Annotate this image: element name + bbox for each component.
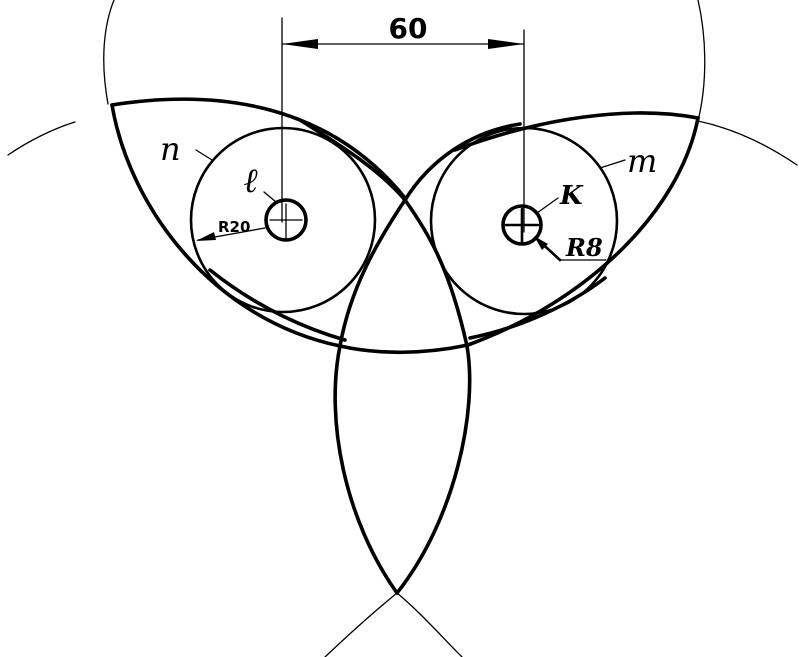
labels: n m ℓ K R20 R8 (160, 130, 657, 262)
label-r8: R8 (565, 233, 603, 262)
construction-arcs (7, 0, 798, 657)
leader-k (536, 197, 559, 214)
leader-m (599, 159, 626, 169)
circle-l-small-left (264, 198, 308, 242)
leaders (195, 149, 626, 262)
label-n: n (160, 130, 181, 168)
construction-arc-top-right (697, 0, 706, 122)
label-m: m (627, 142, 657, 180)
dimension-60: 60 (281, 12, 525, 233)
construction-arc-bottom-left (324, 592, 398, 657)
left-lobe-outline (110, 103, 342, 348)
top-left-arc (110, 97, 407, 200)
leader-l (263, 191, 277, 203)
circle-m-large-right (429, 126, 619, 316)
top-right-arc (453, 111, 700, 152)
label-l: ℓ (244, 161, 259, 201)
dimension-arrow-right (488, 39, 524, 49)
inner-tangent-right (468, 276, 607, 340)
label-k: K (559, 181, 584, 211)
dimension-value: 60 (389, 12, 428, 45)
leader-n (195, 149, 213, 161)
construction-arc-top-left (103, 0, 115, 105)
crossing-arc-right-to-left (333, 122, 522, 595)
bottom-outer-arc (338, 343, 470, 355)
leader-r20-arrow (196, 232, 216, 241)
construction-arc-right (697, 120, 798, 166)
construction-arc-bottom-right (396, 592, 463, 657)
label-r20: R20 (218, 218, 250, 236)
leader-r8-arrow (534, 236, 548, 250)
circle-n-large-left (189, 126, 377, 314)
center-marks (269, 203, 540, 245)
circles (189, 126, 619, 316)
dimension-arrow-left (282, 39, 318, 49)
inner-tangent-left (208, 268, 347, 342)
crossing-arc-left-to-right (298, 118, 472, 595)
trefoil-outline (110, 97, 700, 595)
construction-arc-left (7, 121, 76, 156)
